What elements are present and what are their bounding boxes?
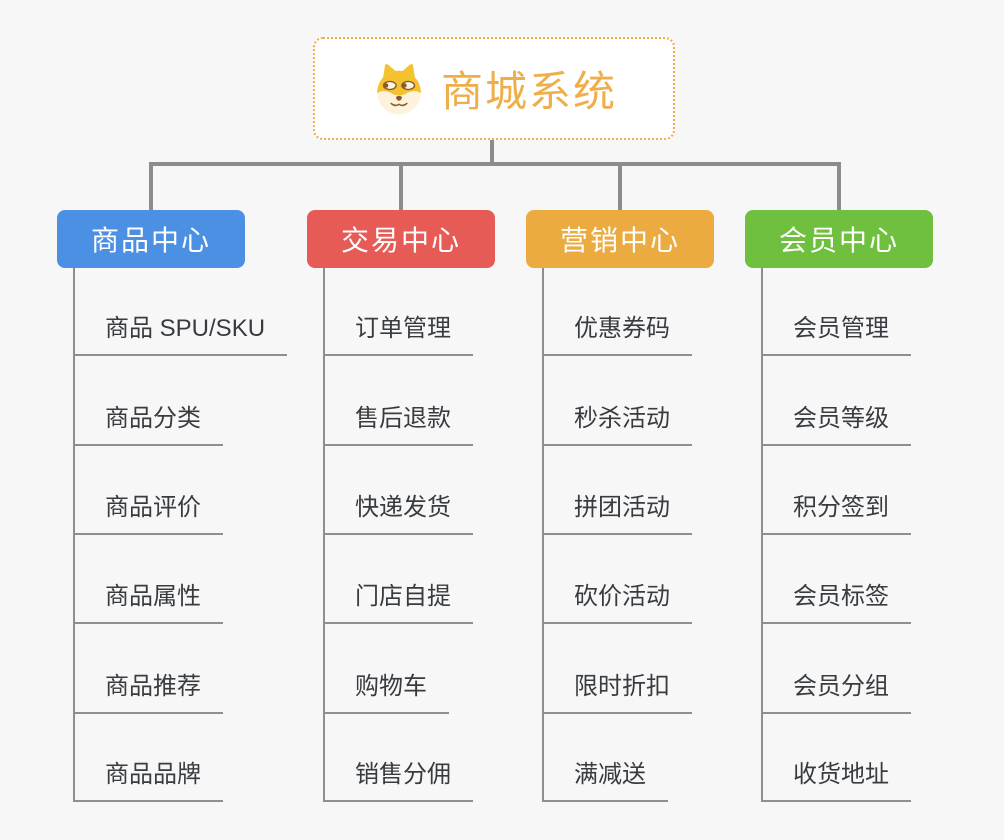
leaf-node[interactable]: 商品推荐 [73,670,223,714]
leaf-node[interactable]: 秒杀活动 [542,402,692,446]
connector-branch-trunk [73,268,75,802]
branch-node[interactable]: 营销中心 [526,210,714,268]
leaf-node[interactable]: 商品 SPU/SKU [73,312,288,356]
leaf-node[interactable]: 限时折扣 [542,670,692,714]
leaf-node[interactable]: 砍价活动 [542,580,692,624]
branch-node[interactable]: 商品中心 [57,210,245,268]
branch-node[interactable]: 交易中心 [307,210,495,268]
leaf-node[interactable]: 商品评价 [73,491,223,535]
connector-branch-drop [149,162,153,210]
leaf-node[interactable]: 商品品牌 [73,758,223,802]
leaf-node[interactable]: 拼团活动 [542,491,692,535]
leaf-node[interactable]: 快递发货 [323,491,473,535]
leaf-node[interactable]: 会员管理 [761,312,911,356]
leaf-node[interactable]: 订单管理 [323,312,473,356]
leaf-node[interactable]: 商品属性 [73,580,223,624]
connector-branch-trunk [761,268,763,802]
leaf-node[interactable]: 满减送 [542,758,668,802]
leaf-node[interactable]: 购物车 [323,670,449,714]
root-title: 商城系统 [440,68,617,115]
connector-root-stem [490,140,494,166]
leaf-node[interactable]: 收货地址 [761,758,911,802]
leaf-node[interactable]: 商品分类 [73,402,223,446]
connector-bus [149,162,841,166]
leaf-node[interactable]: 门店自提 [323,580,473,624]
leaf-node[interactable]: 售后退款 [323,402,473,446]
connector-branch-drop [837,162,841,210]
doge-face-icon [377,63,421,114]
leaf-node[interactable]: 会员等级 [761,402,911,446]
connector-branch-drop [618,162,622,210]
root-node[interactable]: 商城系统 [313,37,675,140]
leaf-node[interactable]: 销售分佣 [323,758,473,802]
leaf-node[interactable]: 会员标签 [761,580,911,624]
branch-node[interactable]: 会员中心 [745,210,933,268]
leaf-node[interactable]: 优惠券码 [542,312,692,356]
connector-branch-trunk [542,268,544,802]
connector-branch-trunk [323,268,325,802]
leaf-node[interactable]: 积分签到 [761,491,911,535]
connector-branch-drop [399,162,403,210]
leaf-node[interactable]: 会员分组 [761,670,911,714]
